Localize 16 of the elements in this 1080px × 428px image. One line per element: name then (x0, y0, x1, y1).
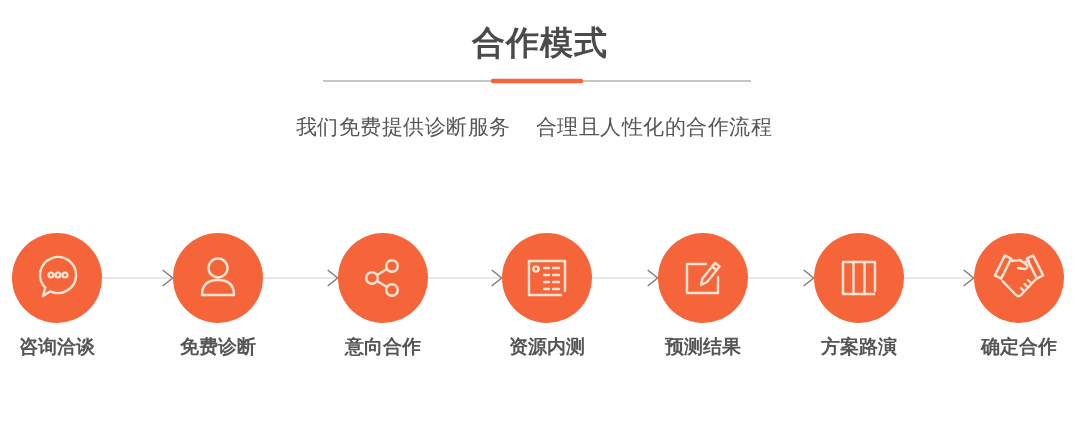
arrow (747, 269, 815, 287)
step-label: 免费诊断 (180, 335, 256, 359)
step-label: 资源内测 (509, 335, 585, 359)
arrow (427, 269, 503, 287)
subtitle: 我们免费提供诊断服务 (295, 114, 511, 140)
step-label: 方案路演 (821, 335, 897, 359)
step-label: 预测结果 (665, 335, 741, 359)
step-label: 咨询洽谈 (19, 335, 95, 359)
arrow (262, 269, 339, 287)
subtitle: 合理且人性化的合作流程 (535, 114, 773, 140)
arrow (591, 269, 659, 287)
title: 合作模式 (472, 23, 608, 63)
step-label: 意向合作 (345, 335, 421, 359)
step-label: 确定合作 (981, 335, 1057, 359)
arrow (903, 269, 975, 287)
arrow (101, 269, 174, 287)
